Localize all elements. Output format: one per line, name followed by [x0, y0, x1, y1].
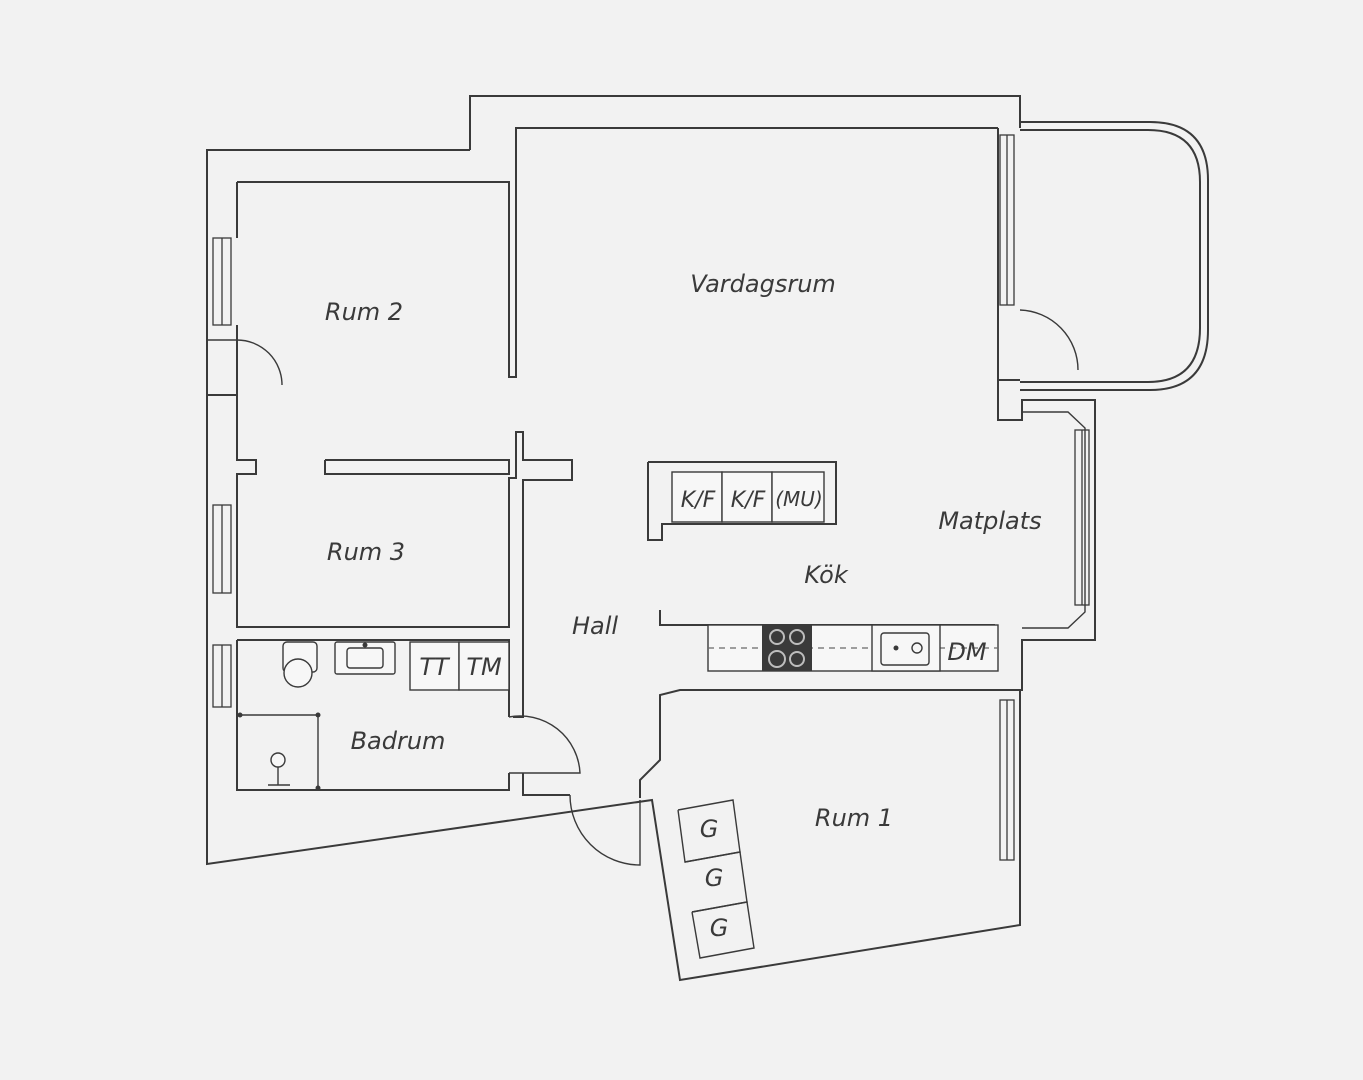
- windows: [212, 134, 1090, 861]
- fridge-units: [671, 471, 825, 523]
- room-label-rum2: Rum 2: [325, 298, 403, 326]
- fixture-label-dm: DM: [947, 638, 986, 666]
- fixture-label-tt: TT: [419, 653, 451, 681]
- bathroom-fixtures: [237, 641, 510, 791]
- fixture-label-g-1: G: [700, 815, 719, 843]
- room-label-matplats: Matplats: [938, 507, 1041, 535]
- fixture-label-kf-1: K/F: [681, 488, 716, 513]
- room-label-badrum: Badrum: [351, 727, 446, 755]
- doors: [207, 309, 1079, 866]
- room-label-rum1: Rum 1: [815, 804, 893, 832]
- fixture-label-g-2: G: [705, 864, 724, 892]
- room-labels: Rum 2 Vardagsrum Rum 3 Matplats Kök Hall…: [325, 270, 1042, 832]
- room-label-vardagsrum: Vardagsrum: [690, 270, 836, 298]
- room-label-hall: Hall: [572, 612, 618, 640]
- wardrobes: [677, 799, 755, 959]
- fixture-labels: K/F K/F (MU) TT TM DM G G G: [419, 487, 987, 942]
- room-label-kok: Kök: [804, 561, 849, 589]
- balcony: [1020, 121, 1209, 391]
- interior-walls: [207, 182, 998, 798]
- dining-bay: [997, 380, 1096, 691]
- fixture-label-tm: TM: [466, 653, 502, 681]
- kitchen-counter: [707, 624, 999, 672]
- fixture-label-g-3: G: [710, 914, 729, 942]
- fixture-label-mu: (MU): [775, 487, 823, 511]
- room-label-rum3: Rum 3: [327, 538, 405, 566]
- fixture-label-kf-2: K/F: [731, 488, 766, 513]
